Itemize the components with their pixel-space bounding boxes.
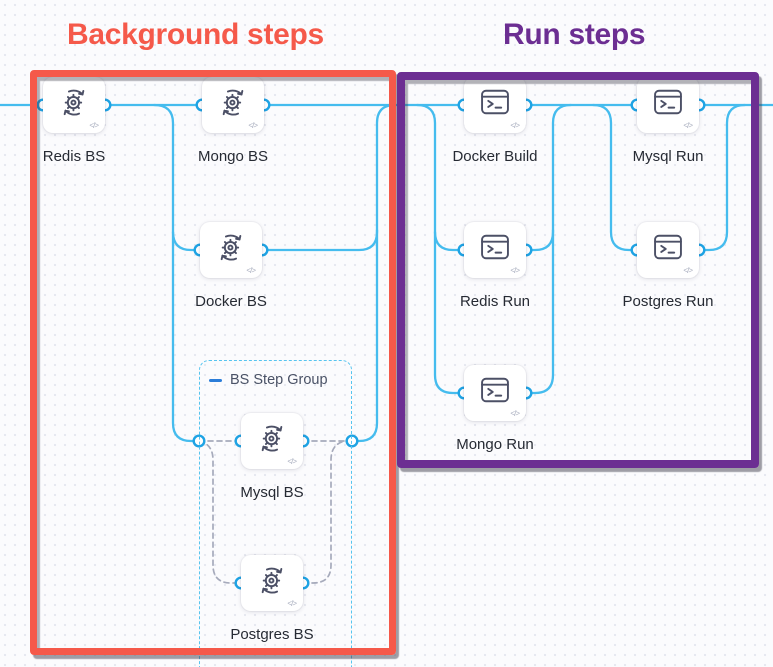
- step-card[interactable]: </>: [202, 77, 264, 133]
- code-badge-icon: </>: [510, 121, 520, 130]
- code-badge-icon: </>: [287, 457, 297, 466]
- code-badge-icon: </>: [510, 266, 520, 275]
- step-node-redis-run[interactable]: </> Redis Run: [460, 222, 530, 310]
- step-node-docker-build[interactable]: </> Docker Build: [452, 77, 538, 165]
- step-card[interactable]: </>: [200, 222, 262, 278]
- code-badge-icon: </>: [287, 599, 297, 608]
- step-group-bs[interactable]: BS Step Group: [199, 360, 352, 667]
- step-node-mongo-bs[interactable]: </> Mongo BS: [198, 77, 268, 165]
- step-label: Mongo Run: [456, 436, 534, 453]
- step-label: Mongo BS: [197, 148, 269, 165]
- step-card[interactable]: </>: [464, 77, 526, 133]
- run-step-terminal-icon: [477, 229, 513, 265]
- step-node-mongo-run[interactable]: </> Mongo Run: [456, 365, 534, 453]
- run-step-terminal-icon: [477, 84, 513, 120]
- run-steps-title: Run steps: [503, 18, 646, 51]
- step-card[interactable]: </>: [43, 77, 105, 133]
- background-step-icon: [56, 84, 92, 120]
- port[interactable]: [192, 434, 206, 448]
- step-node-mysql-bs[interactable]: </> Mysql BS: [240, 413, 304, 501]
- step-group-header[interactable]: BS Step Group: [209, 372, 351, 388]
- step-card[interactable]: </>: [464, 222, 526, 278]
- step-label: Docker Build: [452, 148, 538, 165]
- step-label: Postgres Run: [622, 293, 714, 310]
- code-badge-icon: </>: [683, 266, 693, 275]
- step-node-mysql-run[interactable]: </> Mysql Run: [633, 77, 703, 165]
- code-badge-icon: </>: [683, 121, 693, 130]
- collapse-minus-icon[interactable]: [209, 378, 222, 382]
- background-step-icon: [215, 84, 251, 120]
- background-step-icon: [254, 420, 290, 456]
- step-card[interactable]: </>: [637, 77, 699, 133]
- ports: [36, 98, 706, 590]
- step-node-docker-bs[interactable]: </> Docker BS: [195, 222, 267, 310]
- port[interactable]: [345, 434, 359, 448]
- run-step-terminal-icon: [477, 372, 513, 408]
- step-label: Redis BS: [42, 148, 106, 165]
- step-node-postgres-bs[interactable]: </> Postgres BS: [230, 555, 314, 643]
- step-label: Docker BS: [195, 293, 267, 310]
- step-card[interactable]: </>: [241, 555, 303, 611]
- background-step-icon: [213, 229, 249, 265]
- step-node-redis-bs[interactable]: </> Redis BS: [43, 77, 105, 165]
- step-card[interactable]: </>: [637, 222, 699, 278]
- background-steps-title: Background steps: [67, 18, 324, 51]
- code-badge-icon: </>: [510, 409, 520, 418]
- step-card[interactable]: </>: [241, 413, 303, 469]
- background-step-icon: [254, 562, 290, 598]
- step-label: Mysql BS: [240, 484, 304, 501]
- run-step-terminal-icon: [650, 84, 686, 120]
- code-badge-icon: </>: [89, 121, 99, 130]
- step-node-postgres-run[interactable]: </> Postgres Run: [623, 222, 713, 310]
- step-label: Postgres BS: [230, 626, 314, 643]
- code-badge-icon: </>: [246, 266, 256, 275]
- step-label: Mysql Run: [632, 148, 704, 165]
- run-step-terminal-icon: [650, 229, 686, 265]
- step-card[interactable]: </>: [464, 365, 526, 421]
- step-group-label: BS Step Group: [230, 372, 328, 388]
- step-label: Redis Run: [459, 293, 531, 310]
- code-badge-icon: </>: [248, 121, 258, 130]
